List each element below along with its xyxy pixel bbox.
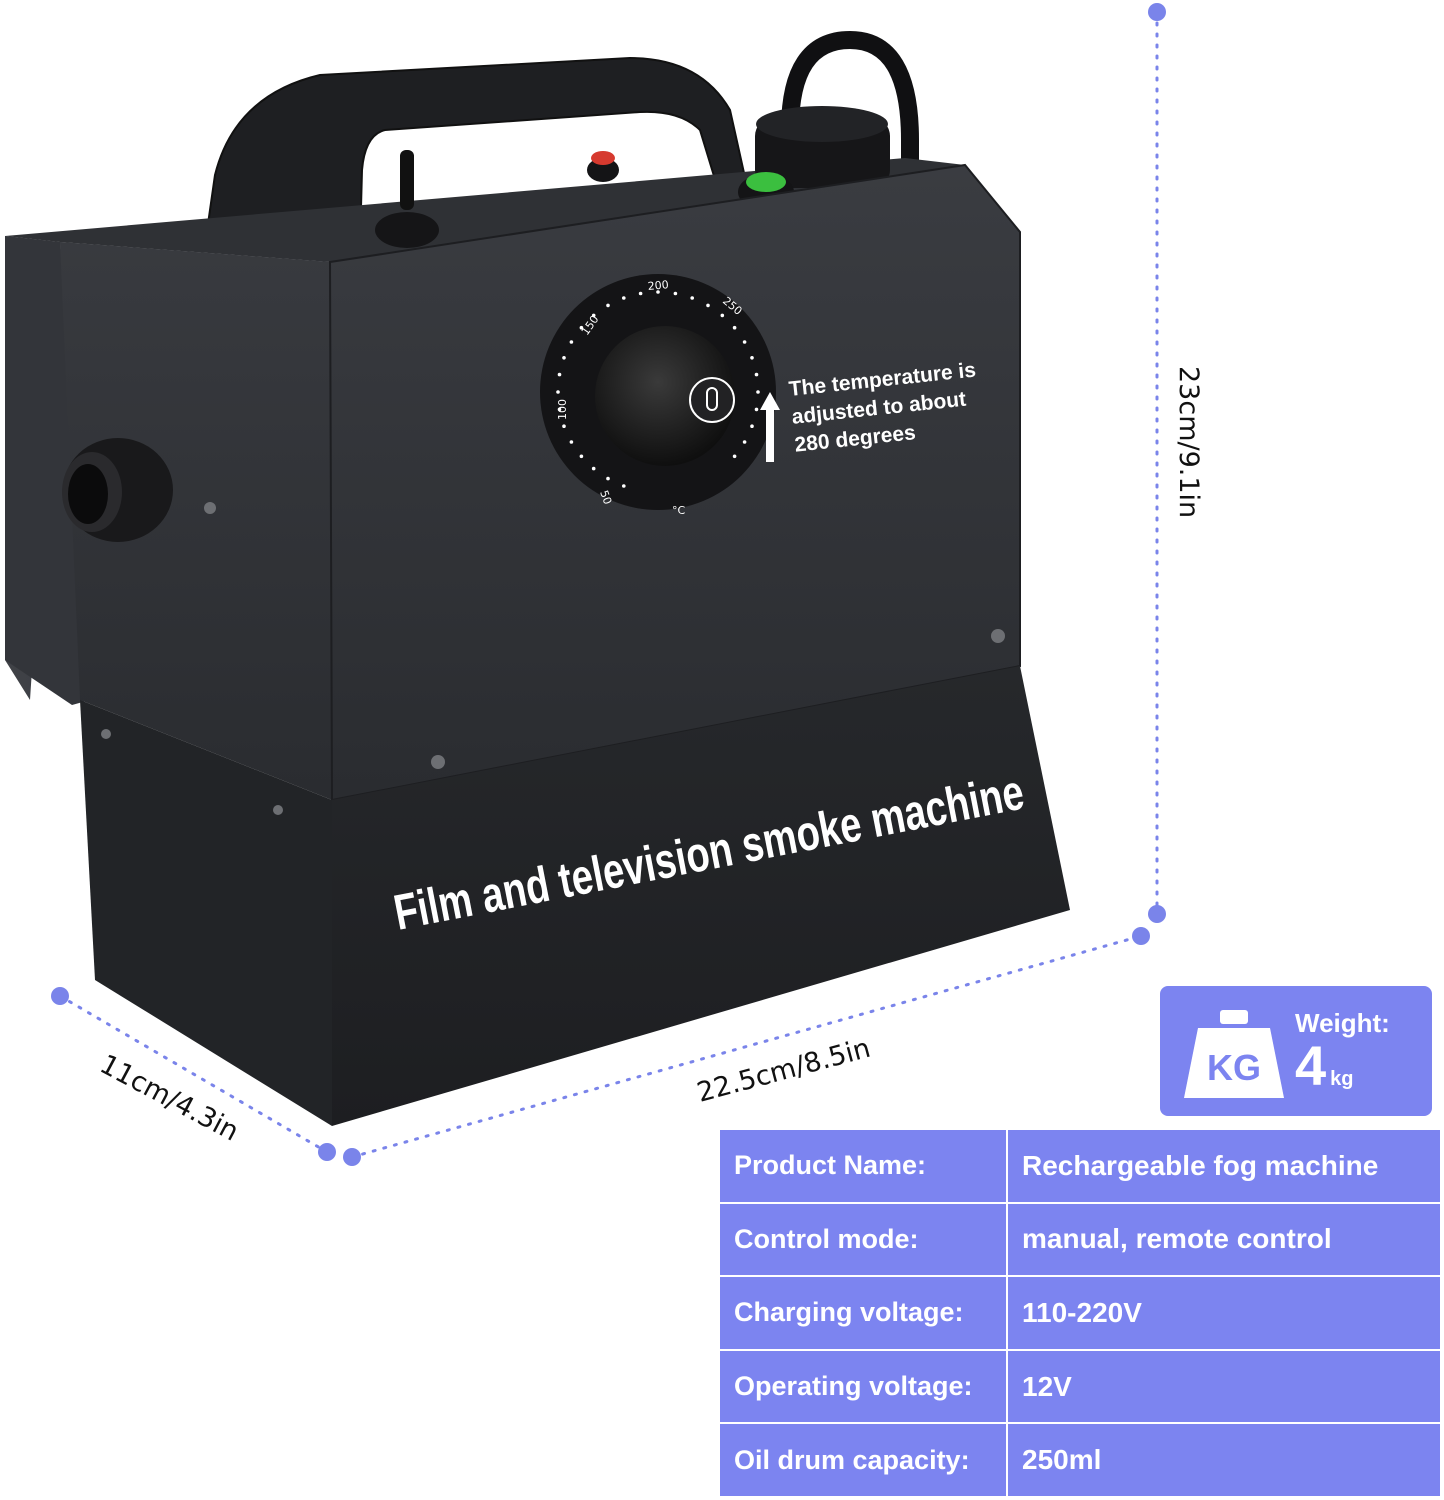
depth-label: 11cm/4.3in xyxy=(95,1049,244,1148)
dial-tick xyxy=(673,291,678,296)
spec-value: 250ml xyxy=(1006,1422,1442,1498)
dial-tick xyxy=(742,340,747,344)
dial-tick xyxy=(556,390,560,394)
dial-tick xyxy=(606,476,610,481)
dial-tick xyxy=(732,325,737,330)
spec-value: 110-220V xyxy=(1006,1275,1442,1351)
dial-tick xyxy=(720,313,725,318)
spec-label: Control mode: xyxy=(718,1201,1008,1278)
dimension-endpoint xyxy=(1148,3,1166,21)
toggle-switch xyxy=(375,150,439,248)
dial-tick xyxy=(569,340,574,344)
spec-label: Operating voltage: xyxy=(718,1348,1008,1425)
machine-top xyxy=(5,158,965,262)
weight-title: Weight: xyxy=(1295,1008,1390,1038)
table-row: Control mode: manual, remote control xyxy=(718,1201,1442,1278)
dial-tick xyxy=(557,407,562,412)
dimension-endpoint xyxy=(1132,927,1150,945)
fog-machine: 50 100 150 200 250 °C The temperature is… xyxy=(5,30,1070,1126)
height-label: 23cm/9.1in xyxy=(1173,366,1204,518)
dial-tick xyxy=(742,440,747,444)
dial-tick xyxy=(622,296,626,300)
dial-tick xyxy=(756,390,760,394)
spec-label: Charging voltage: xyxy=(718,1275,1008,1351)
dial-tick xyxy=(732,454,737,459)
temperature-dial: 50 100 150 200 250 °C xyxy=(540,274,776,517)
dimension-endpoint xyxy=(318,1143,336,1161)
dial-tick xyxy=(754,407,759,412)
fog-nozzle xyxy=(62,438,173,542)
dial-mark-200: 200 xyxy=(647,278,669,293)
dial-tick xyxy=(562,356,566,360)
table-row: Charging voltage: 110-220V xyxy=(718,1275,1442,1351)
dimension-endpoint xyxy=(1148,905,1166,923)
width-label: 22.5cm/8.5in xyxy=(694,1033,874,1109)
dial-tick xyxy=(690,296,694,300)
dial-tick xyxy=(754,372,759,377)
machine-base xyxy=(80,700,332,1126)
spec-table: Product Name: Rechargeable fog machine C… xyxy=(718,1128,1442,1498)
spec-value: Rechargeable fog machine xyxy=(1006,1128,1442,1204)
weight-value: 4 xyxy=(1295,1034,1327,1097)
dial-tick xyxy=(750,356,754,360)
spec-value: manual, remote control xyxy=(1006,1201,1442,1278)
dial-tick xyxy=(750,424,754,429)
dial-tick xyxy=(706,303,710,308)
dimension-endpoint xyxy=(343,1148,361,1166)
spec-label: Oil drum capacity: xyxy=(718,1422,1008,1498)
dial-tick xyxy=(638,291,643,296)
dial-tick xyxy=(569,440,574,444)
dial-tick xyxy=(579,325,584,330)
table-row: Product Name: Rechargeable fog machine xyxy=(718,1128,1442,1204)
tank-cap xyxy=(755,106,890,188)
table-row: Oil drum capacity: 250ml xyxy=(718,1422,1442,1498)
dial-mark-celsius: °C xyxy=(672,504,686,517)
dimension-endpoint xyxy=(51,987,69,1005)
weight-unit: kg xyxy=(1330,1068,1354,1090)
spec-label: Product Name: xyxy=(718,1128,1008,1204)
weight-icon-text: KG xyxy=(1207,1047,1261,1088)
dimension-height: 23cm/9.1in xyxy=(1148,3,1204,923)
dial-tick xyxy=(591,466,596,471)
table-row: Operating voltage: 12V xyxy=(718,1348,1442,1425)
carry-handle xyxy=(203,56,762,246)
annotation-arrow xyxy=(760,392,780,462)
dial-tick xyxy=(656,290,660,294)
dial-tick xyxy=(622,484,626,488)
dial-tick xyxy=(557,372,562,377)
dial-tick xyxy=(562,424,566,429)
screws xyxy=(101,502,1005,815)
dial-ticks xyxy=(556,290,760,488)
power-cable xyxy=(781,30,919,199)
dial-mark-50: 50 xyxy=(597,489,614,507)
spec-value: 12V xyxy=(1006,1348,1442,1425)
dial-mark-100: 100 xyxy=(556,399,569,420)
dial-tick xyxy=(579,454,584,459)
dial-tick xyxy=(591,313,596,318)
weight-kg-icon: KG xyxy=(1184,1010,1284,1098)
red-indicator-light xyxy=(587,151,619,182)
dial-tick xyxy=(606,303,610,308)
